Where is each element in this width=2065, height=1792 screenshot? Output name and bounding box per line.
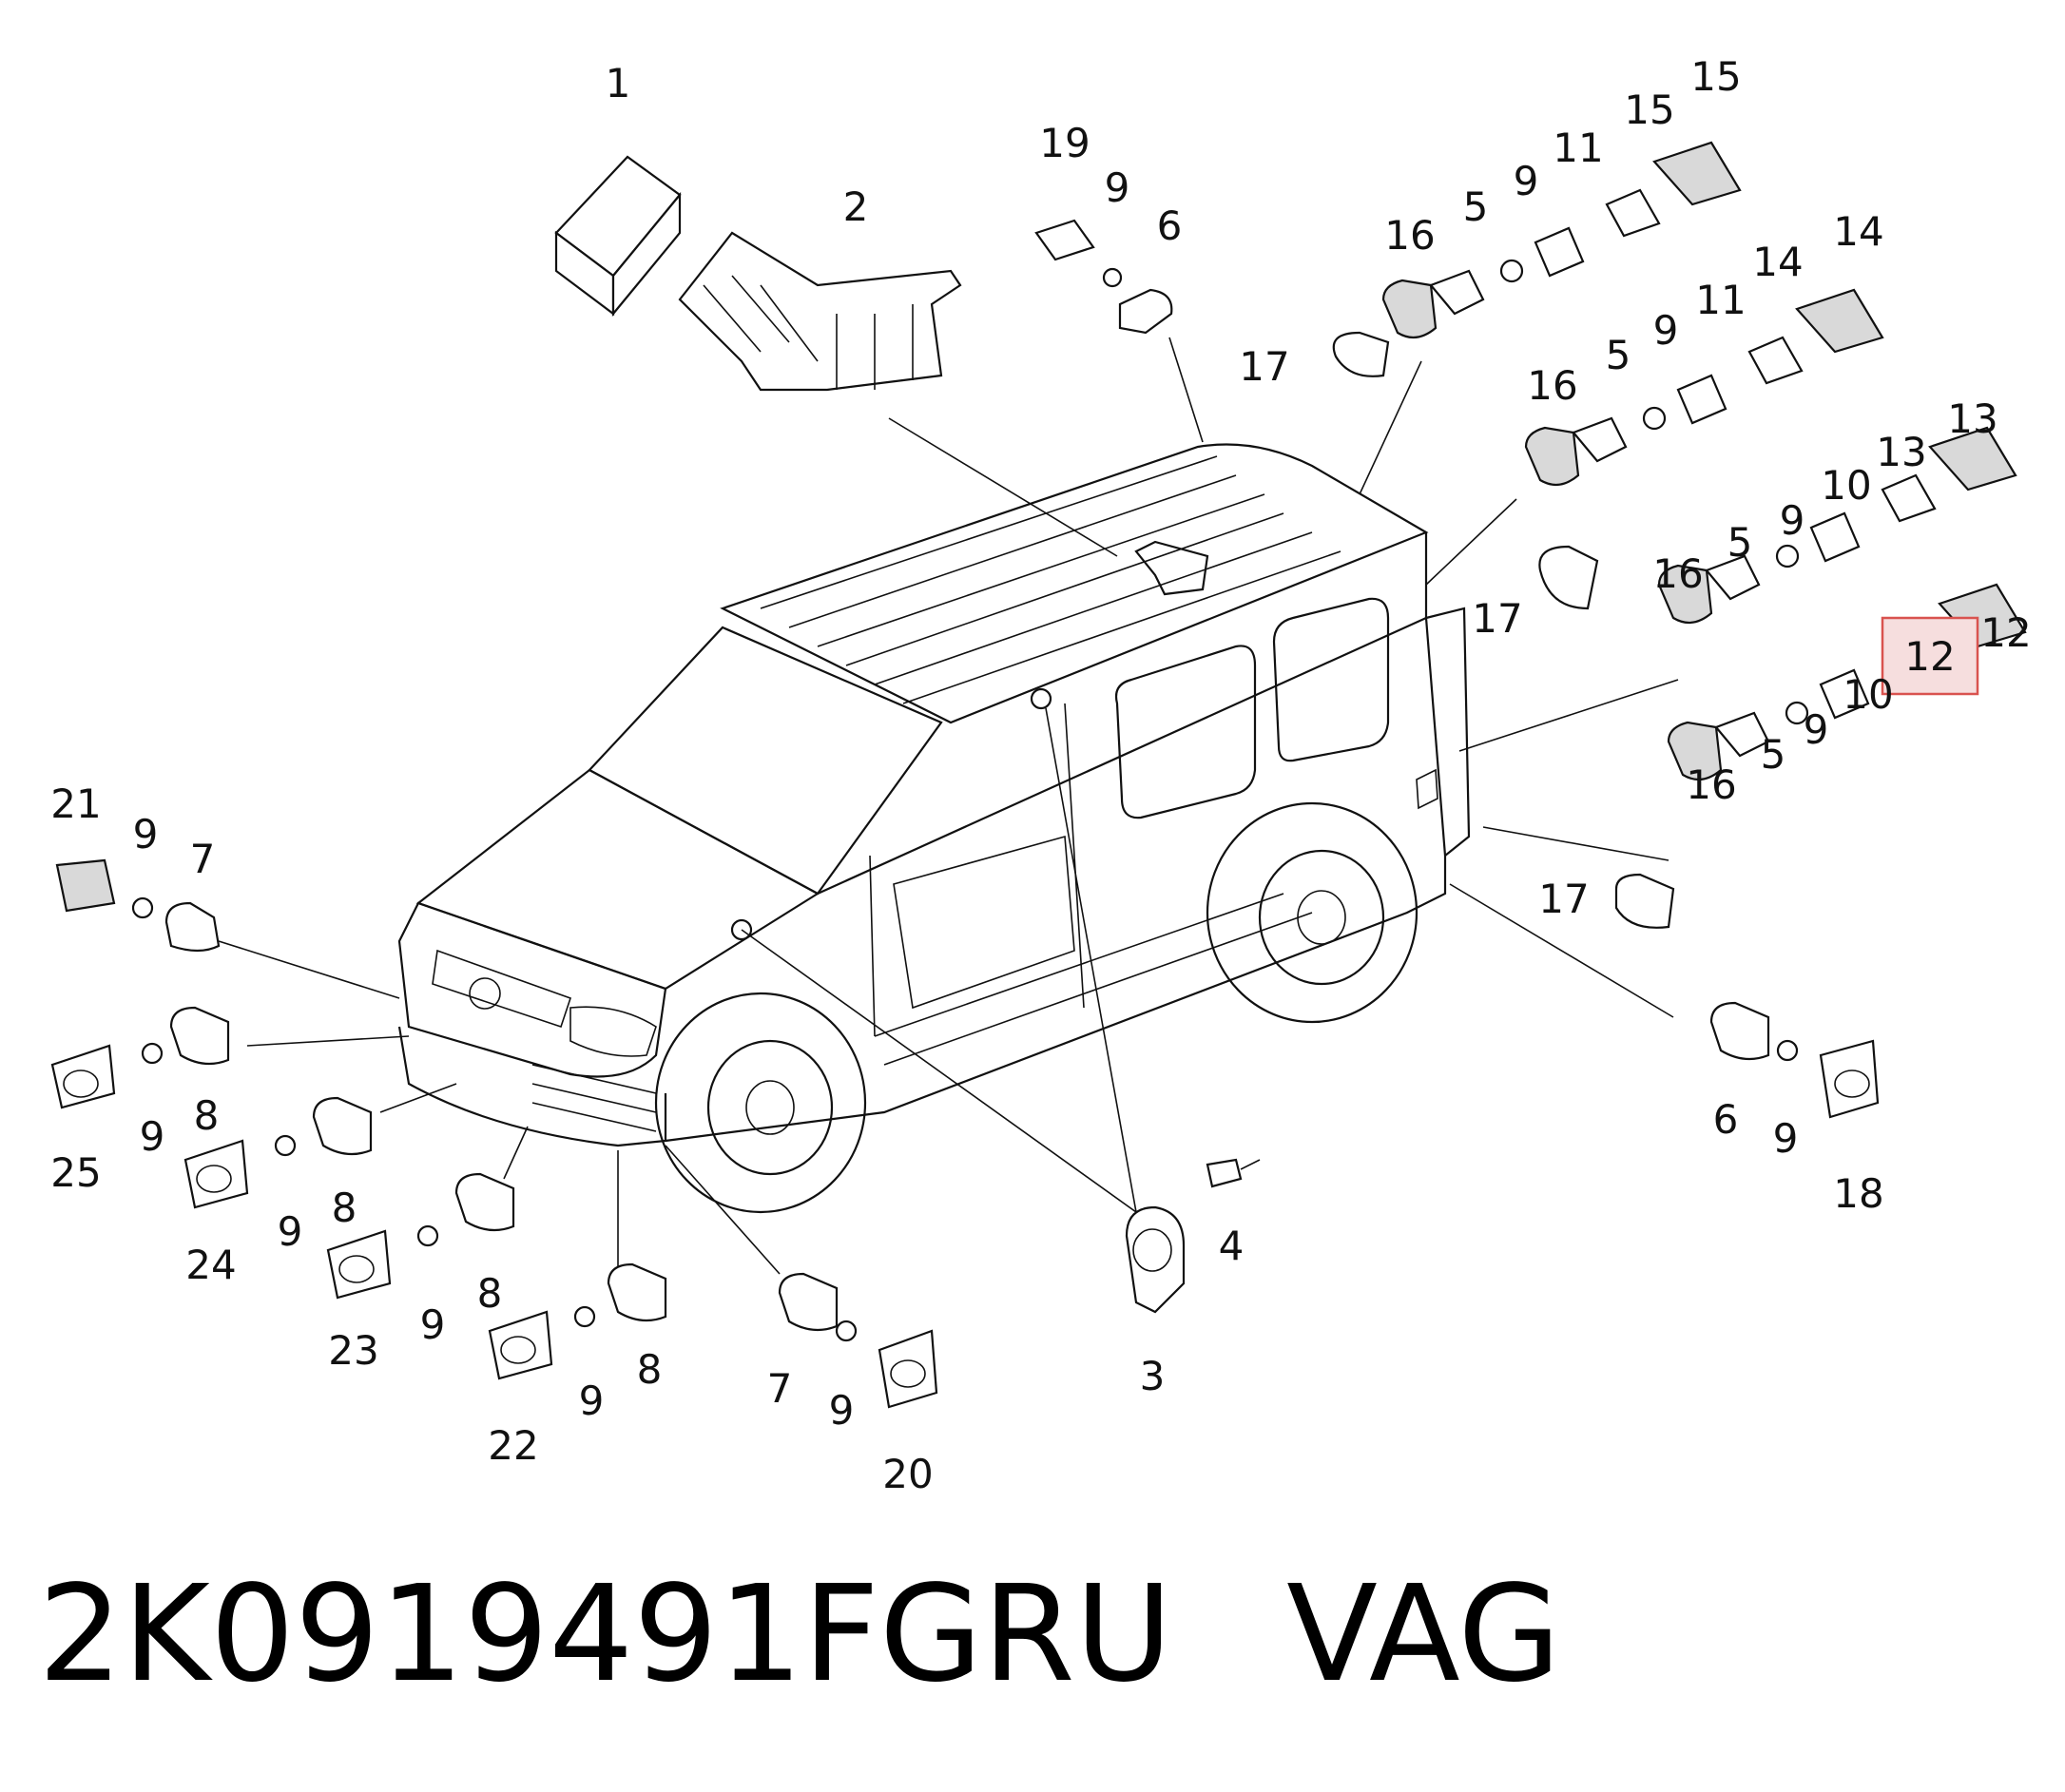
callout-5b: 5 <box>1606 332 1631 378</box>
callout-1: 1 <box>606 60 631 106</box>
callout-13a: 13 <box>1876 429 1926 475</box>
callout-4: 4 <box>1219 1223 1245 1269</box>
callout-9h: 9 <box>278 1208 303 1255</box>
callout-24: 24 <box>185 1242 236 1288</box>
callout-10b: 10 <box>1843 671 1893 718</box>
callout-9c: 9 <box>1653 307 1679 354</box>
callout-2: 2 <box>843 183 869 230</box>
callout-11b: 11 <box>1695 277 1746 323</box>
callout-9k: 9 <box>829 1387 855 1434</box>
callout-16c: 16 <box>1652 550 1703 597</box>
callout-17a: 17 <box>1239 343 1289 390</box>
callout-16b: 16 <box>1527 362 1577 409</box>
callout-6a: 6 <box>1157 202 1183 249</box>
parts <box>50 141 2027 1409</box>
callout-9d: 9 <box>1780 497 1805 544</box>
callouts: 1 2 3 4 5 5 5 5 6 6 7 7 8 8 8 8 9 9 9 9 … <box>50 53 2031 1497</box>
callout-22: 22 <box>488 1422 538 1469</box>
callout-3: 3 <box>1140 1353 1166 1399</box>
callout-9a: 9 <box>1105 164 1130 211</box>
callout-20: 20 <box>882 1451 933 1497</box>
brand-name: VAG <box>1286 1557 1561 1712</box>
callout-17c: 17 <box>1538 876 1589 922</box>
callout-9e: 9 <box>1804 706 1829 753</box>
callout-13b: 13 <box>1947 395 1997 442</box>
callout-7b: 7 <box>767 1365 793 1412</box>
callout-18: 18 <box>1833 1170 1883 1217</box>
callout-8b: 8 <box>332 1185 357 1231</box>
callout-25: 25 <box>50 1149 101 1196</box>
callout-9l: 9 <box>1773 1115 1799 1162</box>
callout-9f: 9 <box>133 811 159 857</box>
callout-5d: 5 <box>1761 731 1786 778</box>
callout-9b: 9 <box>1514 158 1539 204</box>
callout-5a: 5 <box>1463 183 1489 230</box>
callout-9g: 9 <box>140 1113 165 1160</box>
callout-12: 12 <box>1980 609 2031 656</box>
callout-8c: 8 <box>477 1270 503 1317</box>
callout-14a: 14 <box>1752 239 1803 285</box>
callout-5c: 5 <box>1727 519 1753 566</box>
callout-23: 23 <box>328 1327 378 1374</box>
callout-6b: 6 <box>1713 1096 1739 1143</box>
highlight-box <box>1881 616 1979 696</box>
callout-10a: 10 <box>1821 462 1871 509</box>
callout-21: 21 <box>50 780 101 827</box>
highlight-label: 12 <box>1904 633 1955 680</box>
callout-8d: 8 <box>637 1346 663 1393</box>
callout-16d: 16 <box>1686 761 1736 808</box>
callout-14b: 14 <box>1833 208 1883 255</box>
callout-9i: 9 <box>420 1301 446 1348</box>
callout-19: 19 <box>1039 120 1090 166</box>
callout-15a: 15 <box>1624 87 1674 133</box>
caption: 2K0919491FGRU VAG <box>38 1559 1561 1711</box>
callout-8a: 8 <box>194 1092 220 1139</box>
callout-17b: 17 <box>1472 595 1522 642</box>
van-illustration <box>397 443 1471 1214</box>
callout-11a: 11 <box>1553 125 1603 171</box>
leader-lines <box>218 337 1679 1275</box>
callout-16a: 16 <box>1384 212 1435 259</box>
callout-9j: 9 <box>579 1378 605 1424</box>
callout-7a: 7 <box>190 836 216 882</box>
callout-15b: 15 <box>1690 53 1741 100</box>
part-number: 2K0919491FGRU <box>38 1557 1173 1712</box>
